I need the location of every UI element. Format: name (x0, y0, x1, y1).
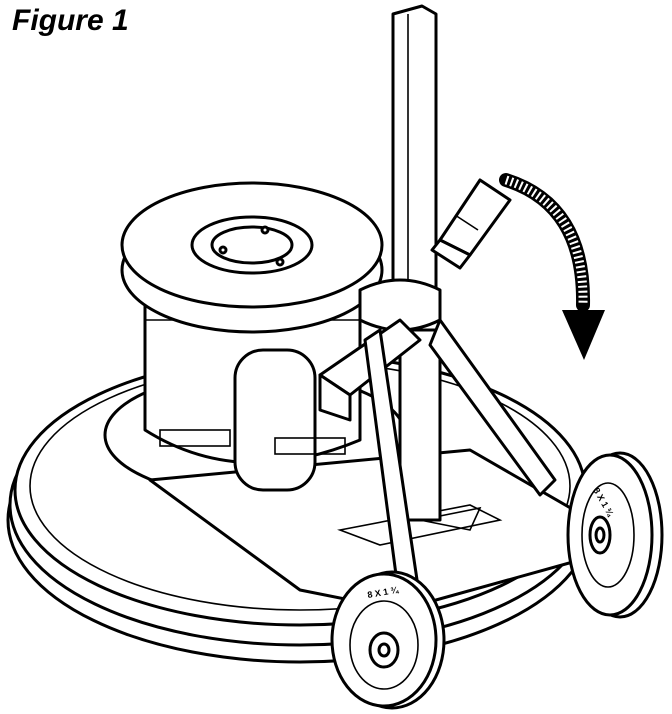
curved-arrow-down-icon (506, 180, 605, 360)
right-wheel (568, 453, 662, 617)
handle-tube (393, 6, 440, 520)
lever-grip (432, 180, 510, 268)
motor-cap (122, 183, 382, 332)
capacitor-cylinder (235, 350, 315, 490)
